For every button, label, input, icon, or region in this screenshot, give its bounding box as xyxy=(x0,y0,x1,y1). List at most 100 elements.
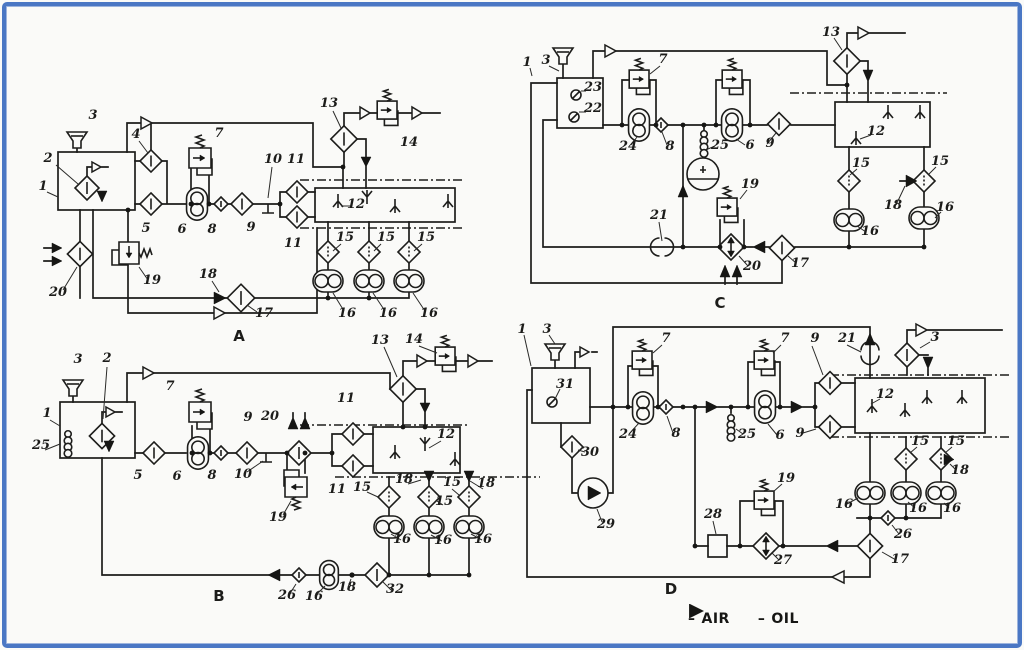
filter-icon xyxy=(766,111,792,137)
spray-nozzle-icon xyxy=(956,389,968,405)
diagram-letter: D xyxy=(665,580,677,598)
filter-icon xyxy=(142,441,166,465)
component-number: 7 xyxy=(661,331,670,346)
component-number: 8 xyxy=(207,222,216,237)
component-number: 18 xyxy=(338,580,356,595)
diagram-letter: C xyxy=(714,294,725,312)
filler-funnel-icon xyxy=(552,47,574,65)
gear-pump-icon xyxy=(318,559,340,591)
component-number: 11 xyxy=(328,482,346,497)
component-number: 9 xyxy=(765,136,774,151)
pressure-valve-icon xyxy=(283,469,308,511)
component-number: 15 xyxy=(852,156,870,171)
filter-icon xyxy=(377,485,401,509)
component-number: 15 xyxy=(417,230,435,245)
filler-funnel-icon xyxy=(544,343,566,361)
component-number: 24 xyxy=(618,427,637,442)
oil-reservoir-c xyxy=(556,77,604,129)
component-number: 16 xyxy=(379,306,397,321)
gear-pump-icon xyxy=(627,108,651,142)
component-number: 17 xyxy=(791,256,809,271)
filter-icon xyxy=(817,414,843,440)
float-switch-icon xyxy=(686,157,720,191)
pressure-valve-icon xyxy=(434,334,457,373)
machine-enclosure-b xyxy=(372,426,461,474)
filter-icon xyxy=(235,441,259,465)
component-number: 12 xyxy=(876,387,894,402)
component-number: 21 xyxy=(649,208,668,223)
gear-pump-icon xyxy=(720,108,744,142)
machine-boundary-d xyxy=(830,374,1012,438)
component-number: 16 xyxy=(393,532,411,547)
legend-dash: – xyxy=(757,611,766,627)
filter-icon xyxy=(285,205,309,229)
pressure-valve-icon xyxy=(753,478,776,517)
check-valve-icon xyxy=(291,567,307,583)
check-valve-icon xyxy=(213,196,229,212)
component-number: 11 xyxy=(284,236,302,251)
check-valve-icon xyxy=(880,510,896,526)
component-number: 14 xyxy=(400,135,418,150)
component-number: 12 xyxy=(437,427,455,442)
legend-air-label: AIR xyxy=(701,611,730,627)
legend-oil-label: OIL xyxy=(771,611,799,627)
oil-arrows-c xyxy=(677,69,918,278)
component-number: 16 xyxy=(338,306,356,321)
label-leaders-d xyxy=(523,334,957,561)
filter-icon xyxy=(139,192,163,216)
component-number: 17 xyxy=(255,306,273,321)
component-number: 7 xyxy=(214,126,223,141)
filter-icon xyxy=(139,149,163,173)
pressure-valve-icon xyxy=(753,338,776,377)
junction-dots-d xyxy=(610,404,909,549)
component-number: 1 xyxy=(517,322,526,337)
component-number: 7 xyxy=(780,331,789,346)
component-number: 8 xyxy=(671,426,680,441)
oil-arrows-b xyxy=(103,402,475,582)
spray-nozzle-icon xyxy=(914,104,926,120)
heater-coil-icon xyxy=(726,414,736,442)
component-number: 8 xyxy=(665,139,674,154)
component-number: 18 xyxy=(395,472,413,487)
component-number: 16 xyxy=(434,533,452,548)
oil-triangle-icon xyxy=(689,604,704,618)
component-number: 9 xyxy=(795,426,804,441)
component-number: 9 xyxy=(810,331,819,346)
component-number: 20 xyxy=(260,409,279,424)
level-switch-icon xyxy=(568,111,580,123)
junction-dots-b xyxy=(189,424,472,578)
filler-funnel-icon xyxy=(66,131,88,149)
component-number: 11 xyxy=(287,152,305,167)
component-number: 16 xyxy=(936,200,954,215)
component-number: 16 xyxy=(835,497,853,512)
component-number: 7 xyxy=(658,52,667,67)
filter-icon xyxy=(388,374,418,404)
spray-nozzle-icon xyxy=(419,436,431,452)
spray-nozzle-icon xyxy=(389,444,401,460)
filter-icon xyxy=(329,124,359,154)
gear-pump-icon xyxy=(908,206,940,230)
component-number: 3 xyxy=(930,330,939,345)
spray-nozzle-icon xyxy=(442,193,454,209)
component-number: 18 xyxy=(199,267,217,282)
air-arrows-b xyxy=(105,353,480,419)
label-leaders-a xyxy=(46,110,426,313)
component-number: 15 xyxy=(443,475,461,490)
component-number: 19 xyxy=(741,177,759,192)
component-number: 18 xyxy=(951,463,969,478)
filter-icon xyxy=(560,435,584,459)
machine-enclosure-a xyxy=(314,187,456,223)
pressure-valve-icon xyxy=(631,338,654,377)
component-number: 25 xyxy=(737,427,756,442)
heat-exchanger-icon xyxy=(856,532,884,560)
spray-nozzle-icon xyxy=(882,104,894,120)
component-number: 25 xyxy=(710,138,729,153)
label-leaders-c xyxy=(529,37,942,267)
drain-tee-icon xyxy=(261,203,275,214)
component-number: 16 xyxy=(474,532,492,547)
